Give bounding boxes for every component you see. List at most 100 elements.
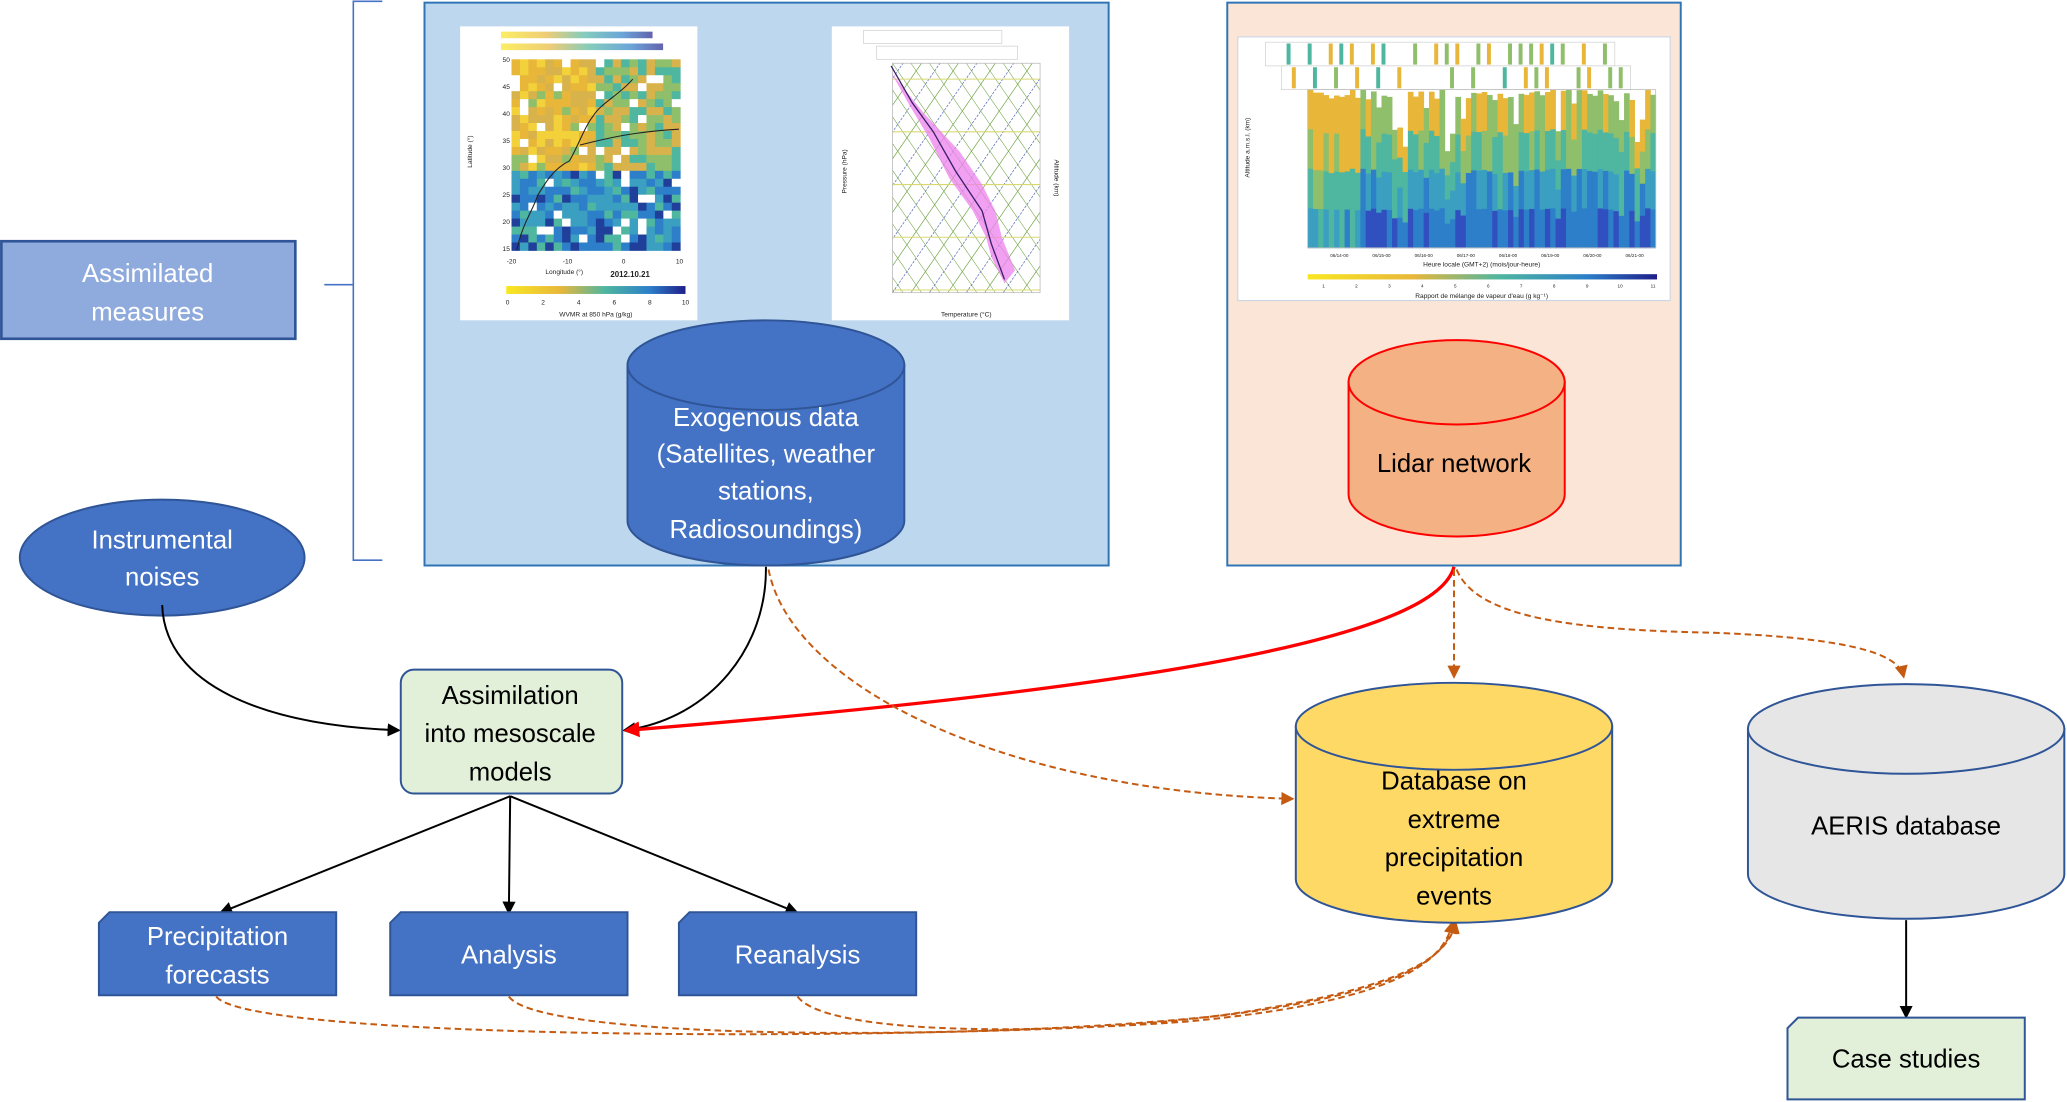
aeris-database-cylinder[interactable]: AERIS database xyxy=(1746,683,2066,920)
precipitation-forecasts-box[interactable]: Precipitation forecasts xyxy=(97,911,338,997)
heatmap-cell xyxy=(595,130,605,140)
lidar-cell xyxy=(1418,130,1425,171)
heatmap-cell xyxy=(519,194,529,204)
heatmap-cell xyxy=(528,178,538,188)
heatmap-cell xyxy=(545,234,555,243)
heatmap-cell xyxy=(519,226,529,235)
lidar-cell xyxy=(1624,170,1630,210)
lidar-cell xyxy=(1318,209,1324,249)
heatmap-cell xyxy=(595,162,605,172)
lidar-cell xyxy=(1444,151,1451,176)
map-ylabel: Latitude (°) xyxy=(466,135,474,167)
heatmap-cell xyxy=(545,107,555,116)
heatmap-cell xyxy=(545,115,555,124)
heatmap-cell xyxy=(511,99,521,108)
lidar-cell xyxy=(1497,170,1504,210)
lidar-cell xyxy=(1560,90,1567,131)
heatmap-cell xyxy=(629,83,639,92)
case-studies-box[interactable]: Case studies xyxy=(1786,1016,2026,1101)
lidar-cell xyxy=(1650,209,1657,249)
heatmap-cell xyxy=(553,67,563,76)
lidar-cell xyxy=(1502,98,1509,136)
extreme-precipitation-database-cylinder[interactable]: Database on extreme precipitation events xyxy=(1294,681,1614,924)
heatmap-cell xyxy=(612,59,622,68)
heatmap-cell xyxy=(587,91,597,100)
heatmap-cell xyxy=(511,162,521,172)
lidar-cell xyxy=(1323,171,1330,211)
lidar-cell xyxy=(1508,172,1514,211)
heatmap-cell xyxy=(612,210,622,219)
heatmap-cell xyxy=(562,234,571,243)
heatmap-cell xyxy=(654,107,664,116)
instrumental-noises-ellipse[interactable]: Instrumental noises xyxy=(18,498,306,617)
heatmap-cell xyxy=(536,154,546,164)
assimilated-measures-box[interactable]: Assimilated measures xyxy=(0,239,297,341)
heatmap-cell xyxy=(612,107,622,116)
heatmap-cell xyxy=(654,202,664,212)
lidar-cell xyxy=(1608,133,1614,172)
assimilation-box[interactable]: Assimilation into mesoscale models xyxy=(399,668,624,795)
heatmap-cell xyxy=(545,218,555,227)
lidar-cell xyxy=(1307,208,1314,249)
lidar-cell xyxy=(1523,171,1530,210)
lidar-colorbar-tick: 4 xyxy=(1421,283,1424,288)
map-x-tick: -20 xyxy=(507,259,517,266)
reanalysis-box[interactable]: Reanalysis xyxy=(677,911,918,997)
heatmap-cell xyxy=(654,218,664,227)
heatmap-cell xyxy=(604,154,614,164)
lidar-cell xyxy=(1392,129,1398,160)
heatmap-cell xyxy=(646,130,656,140)
lidar-cell xyxy=(1602,43,1607,65)
heatmap-cell xyxy=(578,91,588,100)
lidar-cell xyxy=(1307,168,1314,209)
heatmap-cell xyxy=(536,138,546,148)
heatmap-cell xyxy=(570,130,580,140)
exogenous-data-cylinder[interactable]: Exogenous data (Satellites, weather stat… xyxy=(626,319,906,567)
heatmap-cell xyxy=(663,226,673,235)
heatmap-cell xyxy=(511,67,521,76)
map-colorbar-tick: 10 xyxy=(682,300,690,307)
heatmap-cell xyxy=(646,75,656,84)
heatmap-cell xyxy=(595,186,605,196)
heatmap-cell xyxy=(638,59,647,68)
analysis-box[interactable]: Analysis xyxy=(389,911,629,997)
lidar-cell xyxy=(1608,209,1614,249)
heatmap-cell xyxy=(578,99,588,108)
heatmap-cell xyxy=(545,170,555,180)
heatmap-cell xyxy=(570,202,580,212)
heatmap-cell xyxy=(638,218,647,227)
lidar-cell xyxy=(1523,67,1528,89)
heatmap-cell xyxy=(646,194,656,204)
heatmap-cell xyxy=(528,194,538,204)
heatmap-cell xyxy=(646,146,656,156)
lidar-colorbar-tick: 11 xyxy=(1651,283,1656,288)
lidar-cell xyxy=(1476,209,1483,249)
lidar-cell xyxy=(1450,67,1454,89)
heatmap-cell xyxy=(595,59,605,68)
heatmap-cell xyxy=(654,226,664,235)
lidar-x-tick: 06/14-00 xyxy=(1330,253,1349,258)
wvmr-heatmap xyxy=(511,59,681,251)
heatmap-cell xyxy=(536,83,546,92)
lidar-cell xyxy=(1629,173,1635,212)
heatmap-cell xyxy=(528,242,538,251)
lidar-cell xyxy=(1555,218,1562,249)
lidar-cell xyxy=(1576,90,1583,130)
lidar-network-cylinder[interactable]: Lidar network xyxy=(1347,339,1566,538)
heatmap-cell xyxy=(587,186,597,196)
lidar-cell xyxy=(1339,210,1345,249)
heatmap-cell xyxy=(545,123,555,132)
lidar-cell xyxy=(1444,199,1451,225)
heatmap-cell xyxy=(536,67,546,76)
heatmap-cell xyxy=(528,59,538,68)
heatmap-cell xyxy=(629,170,639,180)
heatmap-cell xyxy=(528,154,538,164)
heatmap-cell xyxy=(519,130,529,140)
lidar-cell xyxy=(1397,127,1403,159)
heatmap-cell xyxy=(553,178,563,188)
heatmap-cell xyxy=(671,242,681,251)
heatmap-cell xyxy=(604,162,614,172)
heatmap-cell xyxy=(638,130,647,140)
heatmap-cell xyxy=(562,170,571,180)
lidar-cell xyxy=(1534,208,1541,249)
